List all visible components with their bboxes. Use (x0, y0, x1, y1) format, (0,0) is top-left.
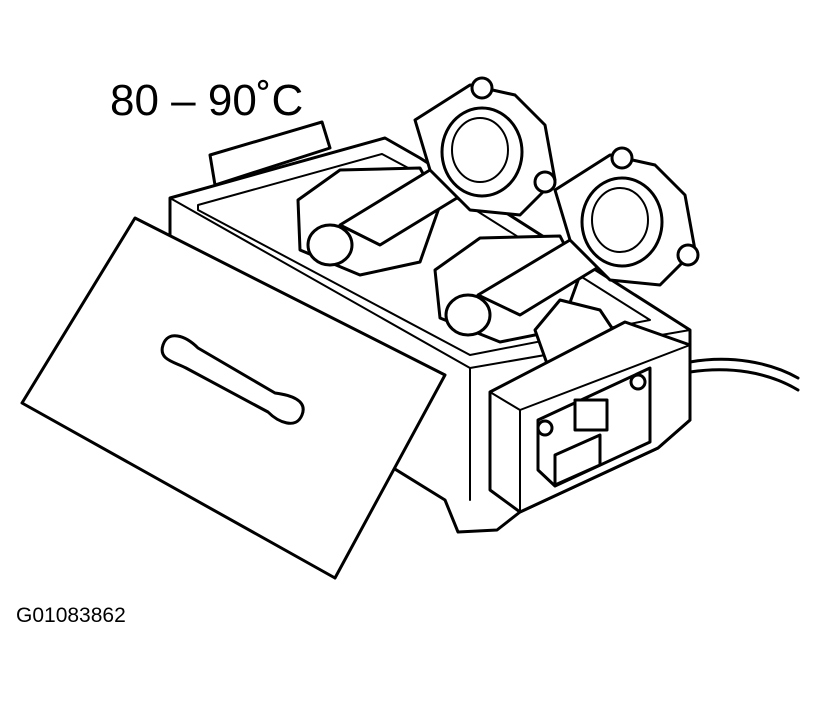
tank-lid (20, 216, 447, 580)
back-handle (208, 120, 332, 187)
temperature-label: 80 – 90˚C (110, 76, 304, 125)
connecting-rod-front (433, 146, 700, 344)
connecting-rod-rear (296, 76, 557, 277)
control-panel (488, 320, 692, 514)
tank-rim (197, 153, 651, 356)
figure-id: G01083862 (16, 604, 126, 627)
power-cord (688, 357, 800, 392)
